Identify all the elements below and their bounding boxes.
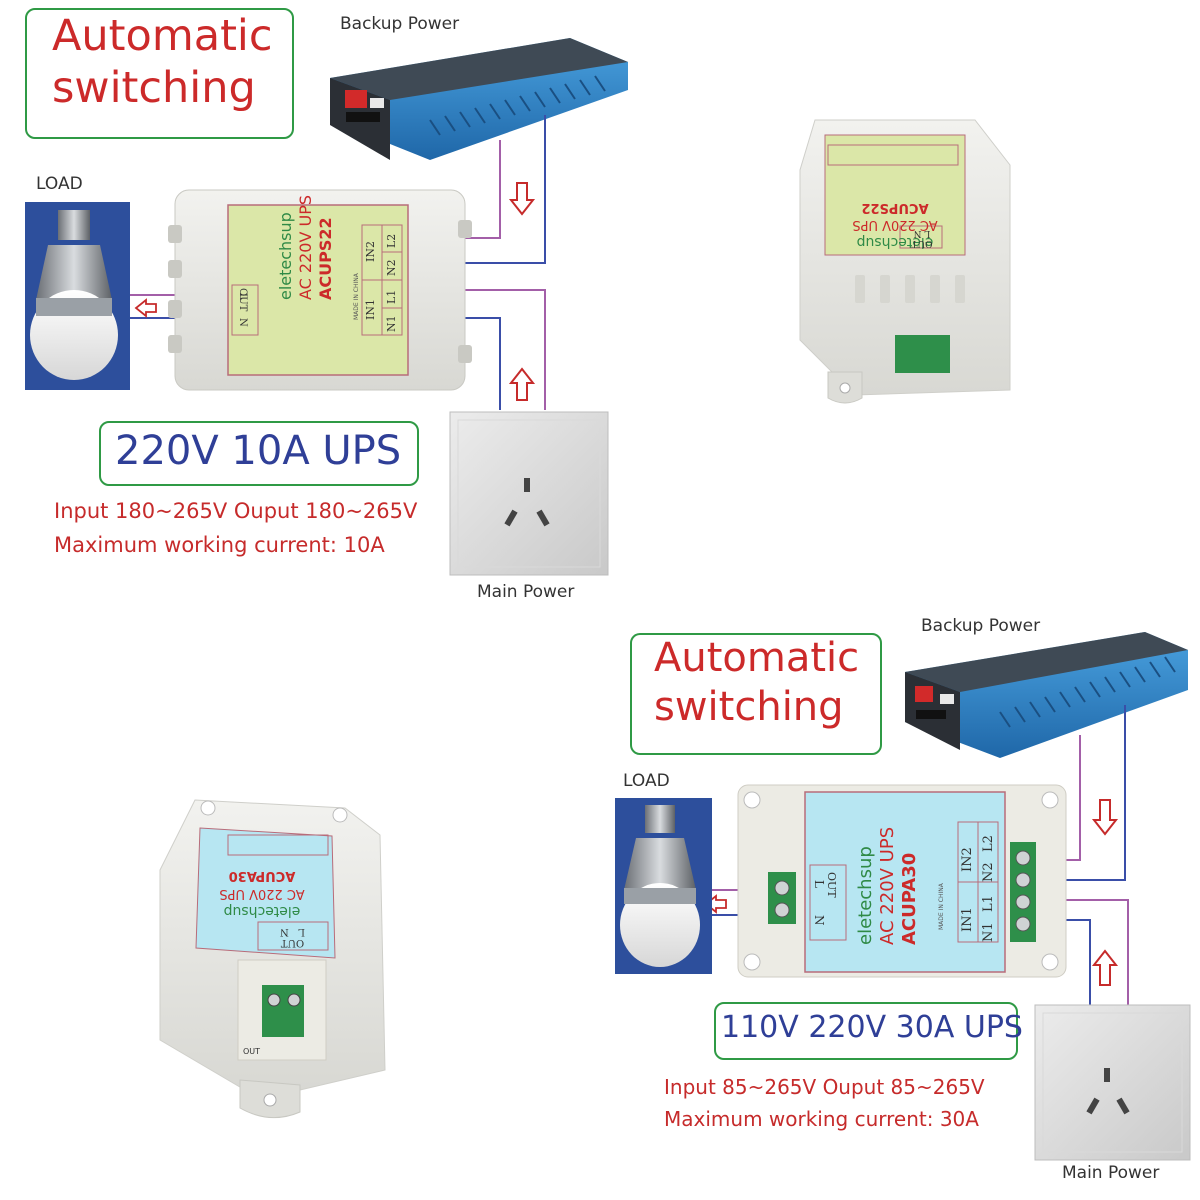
terminal-l2-top: L2 [385,233,398,248]
product-out-label: OUT [280,937,305,948]
main-power-label-top: Main Power [477,582,575,602]
terminal-n-bottom: N [812,915,826,926]
spec-top-line2: Maximum working current: 10A [54,533,385,557]
auto-title-line1: Automatic [654,635,860,681]
ups-title-top: 220V 10A UPS [115,428,402,474]
auto-switching-title-bottom: Automatic switching [654,634,859,732]
load-label-top: LOAD [36,174,83,194]
terminal-in2-bottom: IN2 [960,847,975,872]
main-power-label-bottom: Main Power [1062,1163,1160,1183]
terminal-n-top: N [237,318,248,327]
product-n: N [913,228,922,238]
product-ln-label: L N [260,926,325,937]
module-made-bottom: MADE IN CHINA [938,883,945,930]
auto-switching-title-top: Automatic switching [52,10,273,115]
bulb-icon [25,202,130,390]
auto-switching-box-top [25,8,294,139]
ups-title-bottom: 110V 220V 30A UPS [721,1010,1023,1045]
product-ln-label: L N [902,228,942,238]
product-model: ACUPA30 [228,868,296,883]
terminal-in1-bottom: IN1 [960,907,975,932]
product-bottom-left-text: eletechsup AC 220V UPS ACUPA30 [202,866,322,920]
module-brand: eletechsup [855,846,876,945]
product-model: ACUPS22 [861,200,929,215]
module-acupa30 [737,784,1067,978]
terminal-n2-bottom: N2 [981,862,996,882]
terminal-n2-top: N2 [385,259,398,276]
spec-top-line1: Input 180~265V Ouput 180~265V [54,499,418,523]
backup-power-label-bottom: Backup Power [921,616,1041,636]
terminal-out-bottom: OUT [825,872,838,898]
wall-socket-icon [1034,1004,1191,1161]
terminal-l2-bottom: L2 [981,835,996,852]
arrow-up-icon [508,367,536,401]
product-brand: eletechsup [223,903,301,919]
product-bottom-left-out-small: OUT [243,1047,261,1056]
spec-bottom-line1: Input 85~265V Ouput 85~265V [664,1075,985,1099]
spec-bottom-line2: Maximum working current: 30A [664,1107,979,1131]
auto-switching-box-bottom [630,633,882,755]
terminal-n1-top: N1 [385,315,398,332]
backup-power-label-top: Backup Power [340,14,460,34]
module-brand: eletechsup [276,212,295,300]
module-made-top: MADE IN CHINA [353,273,360,320]
module-text-top: eletechsup AC 220V UPS ACUPS22 [276,140,336,300]
terminal-in2-top: IN2 [364,241,377,262]
module-acups22 [168,189,472,391]
product-photo-bottom-left [159,799,386,1119]
auto-title-line2: switching [654,683,844,730]
inverter-icon [330,38,628,160]
auto-title-line1: Automatic [52,11,273,61]
ups-title-box-bottom [714,1002,1018,1060]
terminal-l1-top: L1 [385,289,398,304]
product-l: L [298,926,305,937]
terminal-n1-bottom: N1 [981,922,996,942]
arrow-down-icon [1091,799,1119,836]
module-spec: AC 220V UPS [877,826,898,945]
product-photo-top-right [799,119,1011,404]
auto-title-line2: switching [52,63,256,114]
module-model: ACUPS22 [316,217,335,300]
spec-bottom: Input 85~265V Ouput 85~265V Maximum work… [664,1071,985,1135]
product-top-right-out: OUT L N [902,228,942,248]
product-n: N [280,926,289,937]
arrow-left-icon [134,298,157,318]
arrow-down-icon [508,182,536,216]
ups-title-box-top [99,421,419,486]
product-l: L [924,228,931,238]
load-label-bottom: LOAD [623,771,670,791]
inverter-icon [905,632,1188,758]
terminal-l-top: L [237,293,248,300]
terminal-l-bottom: L [812,880,826,888]
module-model: ACUPA30 [899,852,920,945]
terminal-l1-bottom: L1 [981,895,996,912]
spec-top: Input 180~265V Ouput 180~265V Maximum wo… [54,494,417,562]
wall-socket-icon [449,411,609,576]
product-out-label: OUT [911,238,933,248]
module-text-bottom: eletechsup AC 220V UPS ACUPA30 [855,795,921,945]
module-spec: AC 220V UPS [296,194,315,300]
bulb-icon [615,798,712,974]
terminal-in1-top: IN1 [364,299,377,320]
arrow-up-icon [1091,949,1119,986]
product-spec: AC 220V UPS [219,886,305,901]
product-bottom-left-out: OUT L N [260,926,325,948]
